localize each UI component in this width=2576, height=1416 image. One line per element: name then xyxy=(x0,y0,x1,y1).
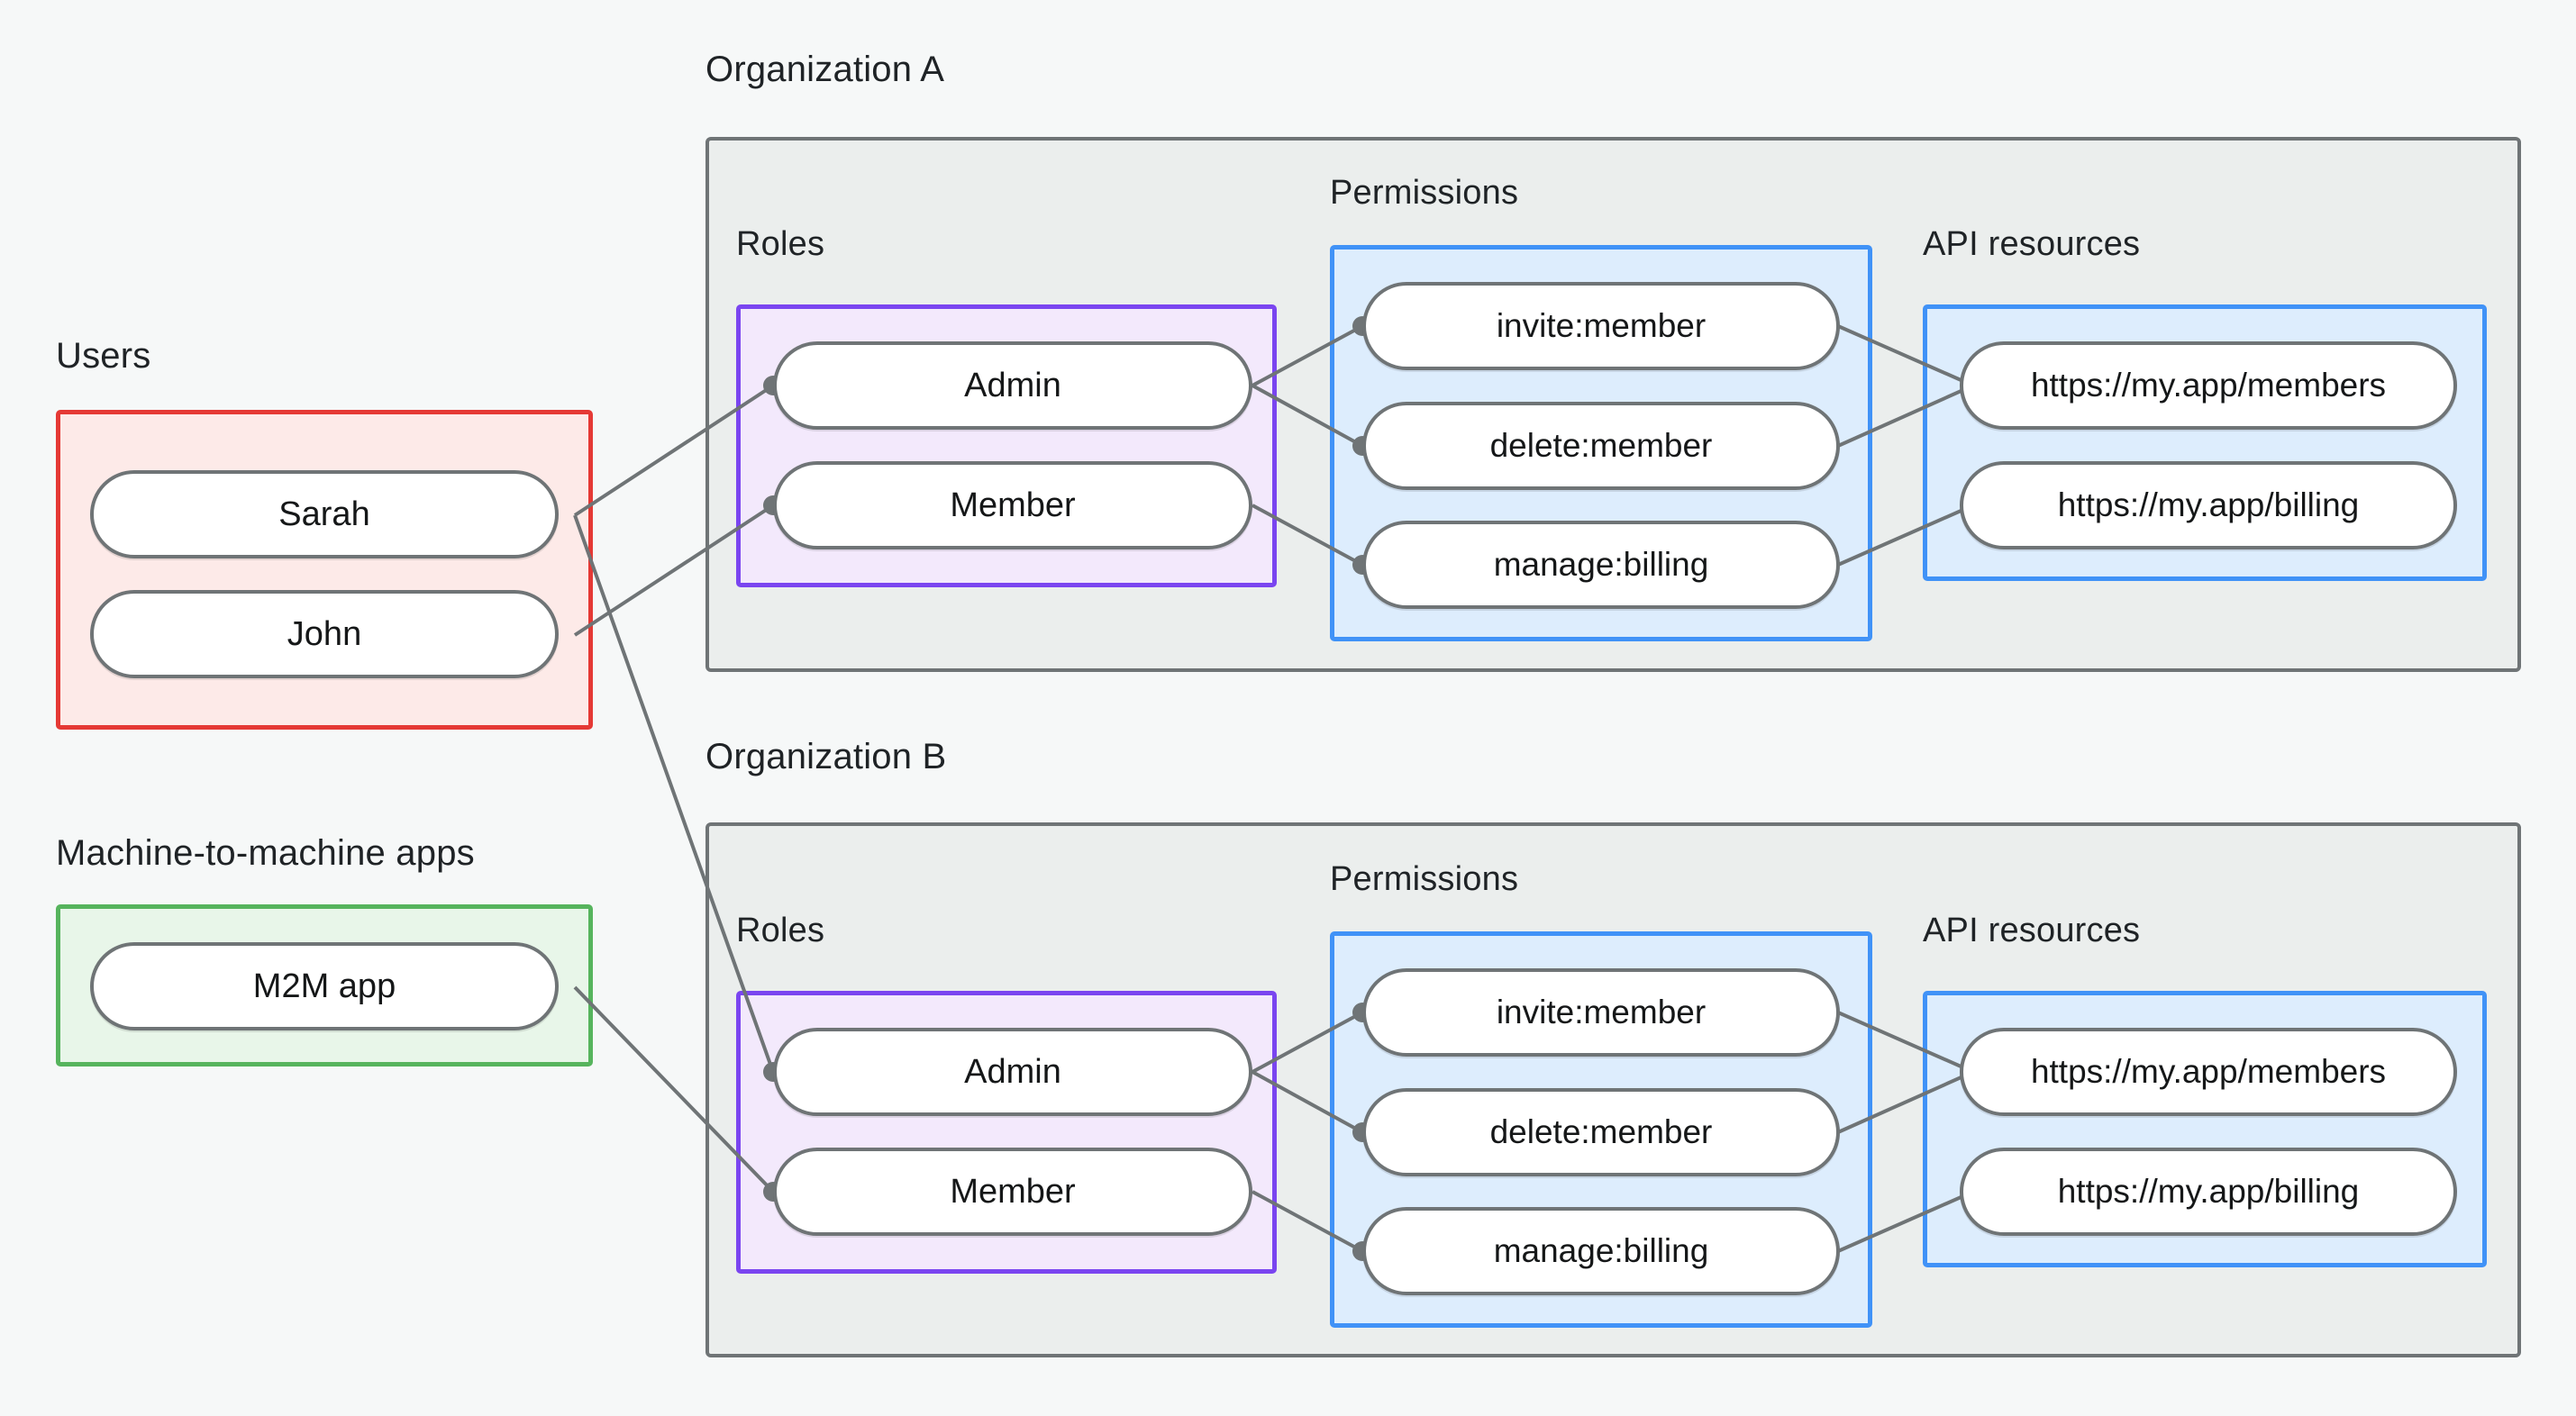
org-b-role-admin[interactable]: Admin xyxy=(773,1028,1252,1116)
m2m-group-label: Machine-to-machine apps xyxy=(56,833,475,873)
users-group-label: Users xyxy=(56,336,151,376)
user-node-sarah[interactable]: Sarah xyxy=(90,470,559,558)
org-a-permission-manage-billing[interactable]: manage:billing xyxy=(1362,521,1840,609)
org-a-permission-delete-member[interactable]: delete:member xyxy=(1362,402,1840,490)
org-a-permissions-label: Permissions xyxy=(1330,174,1519,212)
org-a-role-member[interactable]: Member xyxy=(773,461,1252,549)
org-a-label: Organization A xyxy=(705,50,945,89)
org-b-role-member[interactable]: Member xyxy=(773,1148,1252,1236)
org-b-permission-invite-member[interactable]: invite:member xyxy=(1362,968,1840,1057)
m2m-node-app[interactable]: M2M app xyxy=(90,942,559,1030)
user-node-john[interactable]: John xyxy=(90,590,559,678)
org-a-api-resource-members[interactable]: https://my.app/members xyxy=(1960,341,2457,430)
org-a-roles-label: Roles xyxy=(736,225,825,263)
org-b-permission-delete-member[interactable]: delete:member xyxy=(1362,1088,1840,1176)
users-group-box xyxy=(56,410,593,730)
org-a-role-admin[interactable]: Admin xyxy=(773,341,1252,430)
org-b-label: Organization B xyxy=(705,737,947,776)
org-b-api-resource-members[interactable]: https://my.app/members xyxy=(1960,1028,2457,1116)
org-a-api-resources-label: API resources xyxy=(1923,225,2141,263)
org-b-roles-label: Roles xyxy=(736,912,825,949)
org-b-permission-manage-billing[interactable]: manage:billing xyxy=(1362,1207,1840,1295)
org-a-api-resource-billing[interactable]: https://my.app/billing xyxy=(1960,461,2457,549)
org-b-permissions-label: Permissions xyxy=(1330,860,1519,898)
org-b-api-resource-billing[interactable]: https://my.app/billing xyxy=(1960,1148,2457,1236)
org-b-api-resources-label: API resources xyxy=(1923,912,2141,949)
org-a-permission-invite-member[interactable]: invite:member xyxy=(1362,282,1840,370)
